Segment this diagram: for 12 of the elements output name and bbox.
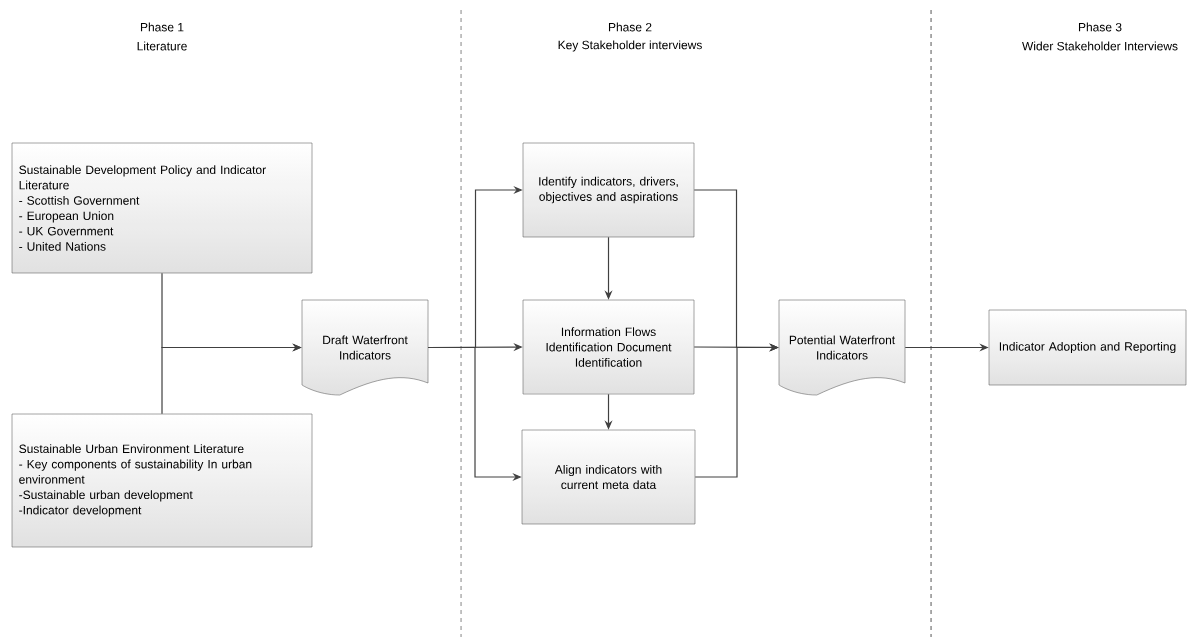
phase-heading: Phase 3: [1079, 22, 1122, 32]
process-box: Align indicators with current meta data: [521, 429, 696, 525]
process-box: Sustainable Development Policy and Indicator Literature - Scottish Government - European Union - UK Government - United Nations: [11, 142, 313, 274]
phase-heading: Phase 1: [140, 22, 184, 32]
phase-heading: Wider Stakeholder Interviews: [1022, 41, 1178, 51]
process-box: Indicator Adoption and Reporting: [988, 309, 1187, 386]
process-box: Sustainable Urban Environment Literature - Key components of sustainability In urban environment -Sustainable urban development -Indicator development: [11, 413, 313, 548]
process-box: Identify indicators, drivers, objectives and aspirations: [522, 142, 695, 238]
phase-heading: Literature: [137, 41, 187, 51]
process-box: Information Flows Identification Document Identification: [522, 299, 695, 395]
phase-heading: Phase 2: [608, 22, 652, 32]
phase-heading: Key Stakeholder interviews: [558, 40, 702, 52]
